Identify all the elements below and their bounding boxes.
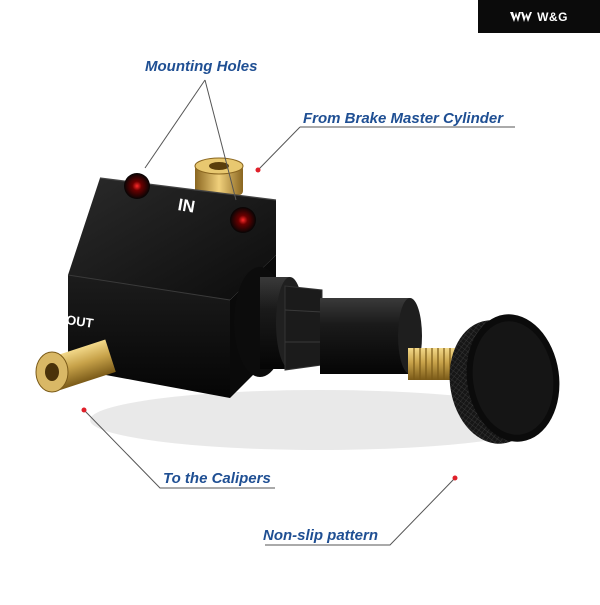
- callout-non-slip-pattern: Non-slip pattern: [263, 527, 378, 544]
- brand-badge: W&G: [478, 0, 600, 33]
- adjuster-housing: [234, 267, 422, 377]
- callout-markers: [81, 167, 458, 481]
- brand-name: W&G: [537, 9, 568, 24]
- callout-mounting-holes: Mounting Holes: [145, 58, 258, 75]
- mounting-hole-left: [124, 173, 150, 199]
- callout-from-master-cylinder: From Brake Master Cylinder: [303, 110, 504, 127]
- callout-leaders: [83, 79, 515, 546]
- out-port-fitting: [35, 339, 116, 393]
- port-out-label: OUT: [65, 312, 94, 331]
- wings-logo-icon: [510, 11, 533, 23]
- port-in-label: IN: [176, 195, 196, 217]
- knurled-knob: [449, 314, 560, 444]
- callout-to-calipers: To the Calipers: [163, 470, 271, 487]
- floor-shadow: [90, 390, 550, 450]
- mounting-hole-right: [230, 207, 256, 233]
- in-port-fitting: [194, 157, 244, 195]
